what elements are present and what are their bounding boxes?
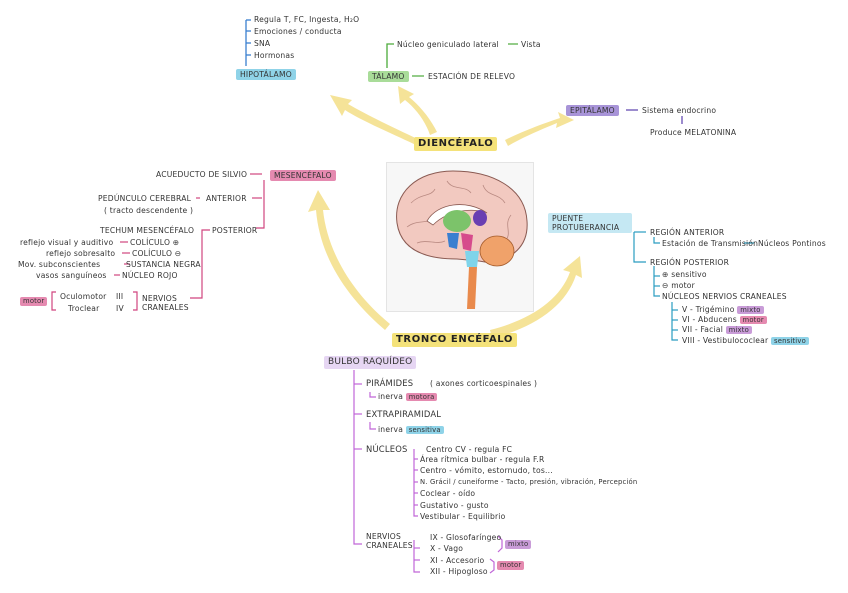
talamo-nucleus-target: Vista — [521, 40, 541, 49]
nucleo-item: Gustativo - gusto — [420, 501, 489, 510]
arrow-to-mesencefalo — [308, 190, 390, 330]
motor-tag-bulbo: motor — [497, 561, 525, 570]
nervio-tag: motor — [739, 316, 767, 324]
estacion-transmision: Estación de Transmisión — [662, 239, 759, 248]
bracket-ticks-hipotalamo — [246, 19, 251, 56]
nervio-tag: sensitivo — [770, 337, 809, 345]
nervios-craneales-bulbo: NERVIOS CRANEALES — [366, 532, 413, 550]
diencefalo-title: DIENCÉFALO — [414, 137, 498, 151]
mov-subconscientes: Mov. subconscientes — [18, 260, 101, 269]
nervio-text: V - Trigémino — [682, 305, 735, 314]
nucleo-item: Centro - vómito, estornudo, tos... — [420, 466, 553, 475]
piramides-inerva: inerva motora — [378, 392, 438, 402]
acueducto-silvio: ACUEDUCTO DE SILVIO — [156, 170, 248, 179]
coliculo-superior: COLÍCULO ⊕ — [130, 238, 180, 247]
epitalamo-produces: Produce MELATONINA — [650, 128, 737, 137]
mesencefalo-label: MESENCÉFALO — [270, 170, 336, 181]
anterior-label: ANTERIOR — [206, 194, 247, 203]
motora-tag: motora — [405, 393, 438, 401]
epitalamo-label: EPITÁLAMO — [566, 105, 619, 116]
talamo-nucleus: Núcleo geniculado lateral — [397, 40, 499, 49]
talamo-relay: ESTACIÓN DE RELEVO — [428, 72, 516, 81]
troclear-num: IV — [116, 304, 124, 313]
inerva-text: inerva — [378, 425, 404, 434]
brain-illustration — [396, 170, 528, 309]
motor-bracket — [51, 291, 56, 311]
nucleos-pontinos: Núcleos Pontinos — [758, 239, 826, 248]
arrow-to-epitalamo — [505, 112, 574, 146]
arrow-to-hipotalamo — [330, 95, 420, 146]
sustancia-negra: SUSTANCIA NEGRA — [126, 260, 201, 269]
nervio-text: VI - Abducens — [682, 315, 737, 324]
piramides-label: PIRÁMIDES — [366, 378, 414, 388]
region-posterior: REGIÓN POSTERIOR — [650, 258, 730, 267]
reflejo-visual: reflejo visual y auditivo — [20, 238, 114, 247]
inerva-text: inerva — [378, 392, 404, 401]
piramides-note: ( axones corticoespinales ) — [430, 379, 538, 388]
nucleo-rojo: NÚCLEO ROJO — [122, 271, 178, 280]
nucleos-nervios-craneales: NÚCLEOS NERVIOS CRANEALES — [662, 292, 787, 301]
pedunculo-note: ( tracto descendente ) — [104, 206, 194, 215]
mixto-tag: mixto — [505, 540, 532, 549]
arrow-to-puente — [490, 256, 582, 338]
talamo-label: TÁLAMO — [368, 71, 409, 82]
pedunculo-cerebral: PEDÚNCULO CEREBRAL — [98, 194, 192, 203]
epitalamo-system: Sistema endocrino — [642, 106, 717, 115]
hipotalamo-item: Hormonas — [254, 51, 295, 60]
nervio-bulbo-item: IX - Glosofaríngeo — [430, 533, 502, 542]
nervio-bulbo-item: XII - Hipogloso — [430, 567, 488, 576]
bracket-talamo — [386, 43, 394, 68]
nucleo-item: N. Grácil / cuneiforme - Tacto, presión,… — [420, 478, 638, 486]
nervio-bulbo-item: XI - Accesorio — [430, 556, 485, 565]
coliculo-inferior: COLÍCULO ⊖ — [132, 249, 182, 258]
nervios-craneales-mes: NERVIOS CRANEALES — [142, 294, 189, 312]
oculomotor: Oculomotor — [60, 292, 107, 301]
sensitivo-label: ⊕ sensitivo — [662, 270, 707, 279]
nervio-bulbo-item: X - Vago — [430, 544, 464, 553]
nervio-text: VII - Facial — [682, 325, 724, 334]
sensitivo-text: sensitivo — [671, 270, 707, 279]
arrow-to-talamo — [398, 86, 437, 135]
brain-image — [386, 162, 534, 312]
troclear: Troclear — [68, 304, 100, 313]
oculomotor-num: III — [116, 292, 124, 301]
hipotalamo-item: Emociones / conducta — [254, 27, 342, 36]
nucleo-item: Área rítmica bulbar - regula F.R — [420, 455, 545, 464]
tectum-label: TECHUM MESENCÉFALO — [100, 226, 195, 235]
nervio-vestibulococlear: VIII - Vestibulococlear sensitivo — [682, 336, 809, 346]
nervio-trigemino: V - Trigémino mixto — [682, 305, 764, 315]
region-anterior: REGIÓN ANTERIOR — [650, 228, 725, 237]
extrapiramidal-inerva: inerva sensitiva — [378, 425, 444, 435]
mesencefalo-connectors — [114, 173, 265, 311]
nervio-facial: VII - Facial mixto — [682, 325, 752, 335]
motor-label-puente: ⊖ motor — [662, 281, 695, 290]
nervio-tag: mixto — [737, 306, 764, 314]
nucleo-item: Vestibular - Equilibrio — [420, 512, 506, 521]
puente-label: PUENTE PROTUBERANCIA — [548, 213, 632, 233]
bulbo-connectors — [353, 370, 503, 574]
nucleos-label: NÚCLEOS — [366, 444, 408, 454]
sensitiva-tag: sensitiva — [405, 426, 444, 434]
reflejo-sobresalto: reflejo sobresalto — [46, 249, 116, 258]
nucleo-item: Centro CV - regula FC — [426, 445, 513, 454]
nervio-text: VIII - Vestibulococlear — [682, 336, 769, 345]
hipotalamo-label: HIPOTÁLAMO — [236, 69, 296, 80]
nervio-abducens: VI - Abducens motor — [682, 315, 767, 325]
motor-text: motor — [671, 281, 695, 290]
nucleo-item: Coclear - oído — [420, 489, 476, 498]
nervio-tag: mixto — [725, 326, 752, 334]
tronco-title: TRONCO ENCÉFALO — [392, 333, 518, 347]
motor-tag: motor — [20, 297, 48, 306]
bulbo-label: BULBO RAQUÍDEO — [324, 356, 417, 369]
extrapiramidal-label: EXTRAPIRAMIDAL — [366, 409, 442, 419]
hipotalamo-item: Regula T, FC, Ingesta, H₂O — [254, 15, 360, 24]
posterior-label: POSTERIOR — [212, 226, 258, 235]
puente-connectors — [633, 231, 754, 341]
hipotalamo-item: SNA — [254, 39, 271, 48]
vasos-sanguineos: vasos sanguíneos — [36, 271, 107, 280]
